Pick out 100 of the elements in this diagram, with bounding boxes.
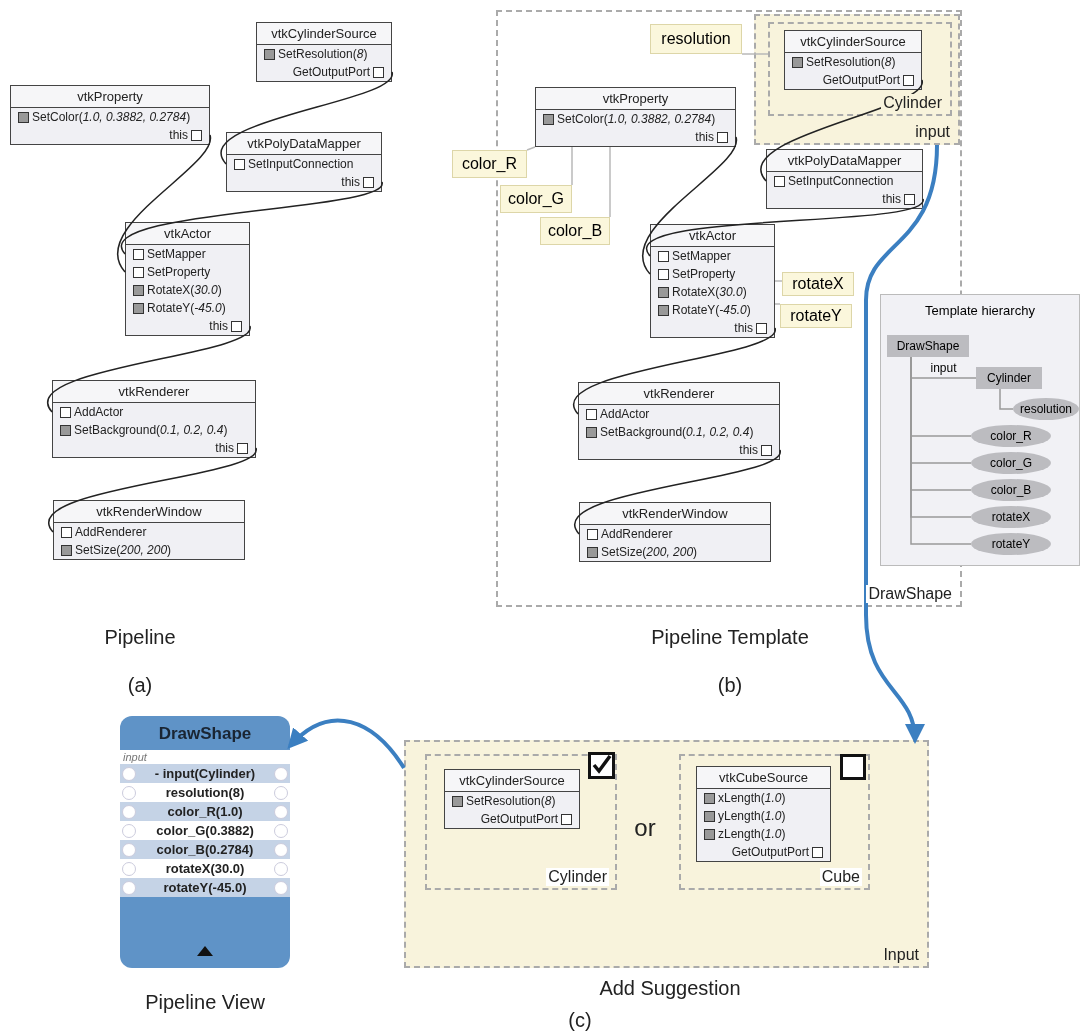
parameter-label: color_R(1.0) bbox=[167, 804, 243, 819]
module-title: vtkActor bbox=[651, 225, 774, 247]
method-label: AddActor bbox=[74, 405, 124, 419]
method-label: SetResolution(8) bbox=[466, 794, 556, 808]
method-label: SetColor(1.0, 0.3882, 0.2784) bbox=[32, 110, 191, 124]
method-label: GetOutputPort bbox=[731, 845, 809, 859]
module-box bbox=[444, 769, 580, 829]
connection-curve bbox=[220, 71, 393, 165]
module-title: vtkPolyDataMapper bbox=[227, 133, 381, 155]
method-label: SetSize(200, 200) bbox=[601, 545, 698, 559]
panel-caption: Pipeline Template bbox=[651, 625, 809, 649]
method-label: SetBackground(0.1, 0.2, 0.4) bbox=[600, 425, 754, 439]
group-label: Cylinder bbox=[546, 868, 609, 886]
method-label: SetResolution(8) bbox=[278, 47, 368, 61]
module-title: vtkCylinderSource bbox=[257, 23, 391, 45]
parameter-ellipse: resolution bbox=[1013, 398, 1079, 420]
connection-curve bbox=[572, 327, 776, 415]
connection-curve bbox=[642, 136, 737, 275]
method-label: RotateX(30.0) bbox=[147, 283, 222, 297]
parameter-ellipse: rotateX bbox=[971, 506, 1051, 528]
module-title: vtkCylinderSource bbox=[445, 770, 579, 792]
group-frame bbox=[425, 754, 617, 890]
hierarchy-node: Cylinder bbox=[976, 367, 1042, 389]
method-label: SetMapper bbox=[672, 249, 731, 263]
connector-word: or bbox=[634, 814, 656, 842]
method-label: SetSize(200, 200) bbox=[75, 543, 172, 557]
connection-curve bbox=[760, 79, 923, 182]
module-box bbox=[52, 380, 256, 458]
leader-line bbox=[571, 146, 573, 186]
group-label: input bbox=[913, 123, 952, 141]
panel-letter: (a) bbox=[127, 673, 153, 697]
group-label: Cube bbox=[819, 868, 862, 886]
method-label: RotateY(-45.0) bbox=[147, 301, 226, 315]
connection-curve bbox=[46, 325, 251, 413]
hierarchy-panel bbox=[880, 294, 1080, 566]
module-title: vtkRenderer bbox=[53, 381, 255, 403]
module-box bbox=[578, 382, 780, 460]
method-label: AddRenderer bbox=[75, 525, 147, 539]
module-title: vtkActor bbox=[126, 223, 249, 245]
panel-title: Template hierarchy bbox=[924, 303, 1036, 318]
highlight-region bbox=[754, 14, 960, 145]
parameter-label: color_G(0.3882) bbox=[156, 823, 254, 838]
parameter-label: resolution(8) bbox=[165, 785, 245, 800]
hierarchy-node: DrawShape bbox=[887, 335, 969, 357]
parameter-label: rotateX(30.0) bbox=[165, 861, 245, 876]
edge-label: input bbox=[929, 361, 958, 375]
module-title: vtkProperty bbox=[536, 88, 735, 110]
method-label: SetMapper bbox=[147, 247, 206, 261]
panel-caption: Add Suggestion bbox=[599, 976, 741, 1000]
method-label: SetColor(1.0, 0.3882, 0.2784) bbox=[557, 112, 716, 126]
parameter-label: - input(Cylinder) bbox=[154, 766, 256, 781]
method-label: SetBackground(0.1, 0.2, 0.4) bbox=[74, 423, 228, 437]
parameter-tag: rotateY bbox=[780, 304, 852, 328]
leader-line bbox=[609, 146, 611, 218]
parameter-tag: rotateX bbox=[782, 272, 854, 296]
method-label: SetProperty bbox=[147, 265, 211, 279]
flow-arrow bbox=[864, 144, 939, 744]
method-label: xLength(1.0) bbox=[718, 791, 786, 805]
parameter-label: color_B(0.2784) bbox=[156, 842, 254, 857]
panel-letter: (c) bbox=[568, 1008, 592, 1031]
module-box bbox=[766, 149, 923, 209]
method-label: this bbox=[739, 443, 758, 457]
leader-line bbox=[526, 146, 536, 151]
parameter-ellipse: color_G bbox=[971, 452, 1051, 474]
method-label: RotateY(-45.0) bbox=[672, 303, 751, 317]
module-box bbox=[125, 222, 250, 336]
method-label: this bbox=[215, 441, 234, 455]
panel-letter: (b) bbox=[717, 673, 743, 697]
method-label: this bbox=[169, 128, 188, 142]
leader-line bbox=[774, 303, 781, 305]
module-box bbox=[53, 500, 245, 560]
method-label: AddRenderer bbox=[601, 527, 673, 541]
method-label: this bbox=[882, 192, 901, 206]
module-title: vtkRenderWindow bbox=[580, 503, 770, 525]
method-label: this bbox=[341, 175, 360, 189]
method-label: SetInputConnection bbox=[248, 157, 354, 171]
parameter-tag: resolution bbox=[650, 24, 742, 54]
method-label: this bbox=[209, 319, 228, 333]
method-label: GetOutputPort bbox=[292, 65, 370, 79]
parameter-tag: color_G bbox=[500, 185, 572, 213]
tree-line bbox=[999, 388, 1014, 410]
module-title: vtkCubeSource bbox=[697, 767, 830, 789]
parameter-label: rotateY(-45.0) bbox=[163, 880, 247, 895]
panel-caption: Pipeline bbox=[104, 625, 176, 649]
method-label: GetOutputPort bbox=[822, 73, 900, 87]
panel-caption: Pipeline View bbox=[145, 990, 265, 1014]
method-label: this bbox=[695, 130, 714, 144]
method-label: SetResolution(8) bbox=[806, 55, 896, 69]
module-title: vtkCylinderSource bbox=[785, 31, 921, 53]
leader-line bbox=[774, 280, 783, 282]
connection-curve bbox=[646, 198, 924, 257]
module-box bbox=[784, 30, 922, 90]
section-label: input bbox=[120, 750, 290, 764]
method-label: this bbox=[734, 321, 753, 335]
module-title: vtkPolyDataMapper bbox=[767, 150, 922, 172]
group-frame bbox=[679, 754, 870, 890]
connection-curve bbox=[574, 449, 781, 535]
module-title: vtkProperty bbox=[11, 86, 209, 108]
module-box bbox=[696, 766, 831, 862]
module-box bbox=[579, 502, 771, 562]
